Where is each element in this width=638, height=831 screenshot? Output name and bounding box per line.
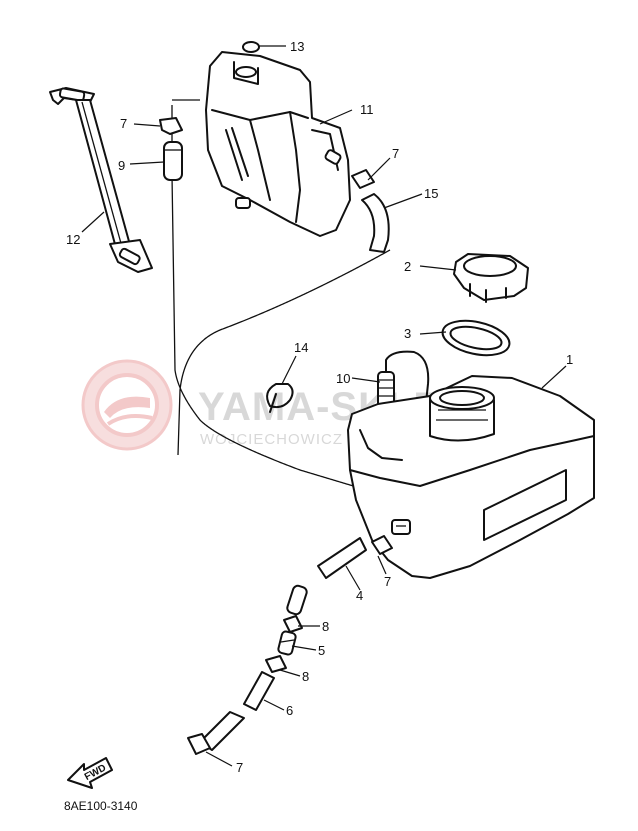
watermark-logo-icon xyxy=(81,359,173,451)
fuel-filter-part xyxy=(277,630,297,656)
fuel-tank-part xyxy=(347,375,595,579)
strap-part xyxy=(49,87,153,273)
hose-clip-part xyxy=(159,117,183,135)
clamp-part xyxy=(266,383,294,413)
callout-7a: 7 xyxy=(120,116,127,131)
callout-13: 13 xyxy=(290,39,304,54)
callout-4: 4 xyxy=(356,588,363,603)
callout-5: 5 xyxy=(318,643,325,658)
callout-7b: 7 xyxy=(392,146,399,161)
callout-7d: 7 xyxy=(236,760,243,775)
callout-12: 12 xyxy=(66,232,80,247)
leader-lines xyxy=(81,45,567,767)
forward-arrow-icon: FWD xyxy=(67,757,113,789)
short-hose-part xyxy=(163,141,183,181)
callout-15: 15 xyxy=(424,186,438,201)
callout-11: 11 xyxy=(360,102,374,117)
callout-2: 2 xyxy=(404,259,411,274)
fuel-hose-part xyxy=(317,537,367,579)
callout-3: 3 xyxy=(404,326,411,341)
callout-7c: 7 xyxy=(384,574,391,589)
callout-8a: 8 xyxy=(322,619,329,634)
bent-hose-part xyxy=(361,193,390,253)
filler-cap-part xyxy=(453,253,529,303)
fuel-clip-part xyxy=(283,615,303,633)
callout-9: 9 xyxy=(118,158,125,173)
gasket-part xyxy=(441,319,511,357)
callout-8b: 8 xyxy=(302,669,309,684)
callout-10: 10 xyxy=(336,371,350,386)
hose-clip-part-2 xyxy=(351,169,375,189)
diagram-code: 8AE100-3140 xyxy=(64,799,138,813)
callout-1: 1 xyxy=(566,352,573,367)
reservoir-part xyxy=(205,51,351,237)
reservoir-cap-part xyxy=(242,41,260,53)
callout-14: 14 xyxy=(294,340,308,355)
callouts: 13 11 7 9 7 12 15 2 3 14 10 1 4 7 8 5 8 … xyxy=(66,39,573,775)
tank-outlet-clip-part xyxy=(371,535,393,555)
vent-hose-line xyxy=(171,99,401,493)
fuel-hose-part-6 xyxy=(199,671,275,751)
fuel-hose-lower-part xyxy=(286,584,308,616)
fuel-clip-part-2 xyxy=(265,655,287,673)
fuel-clip-part-3 xyxy=(187,733,211,755)
callout-6: 6 xyxy=(286,703,293,718)
